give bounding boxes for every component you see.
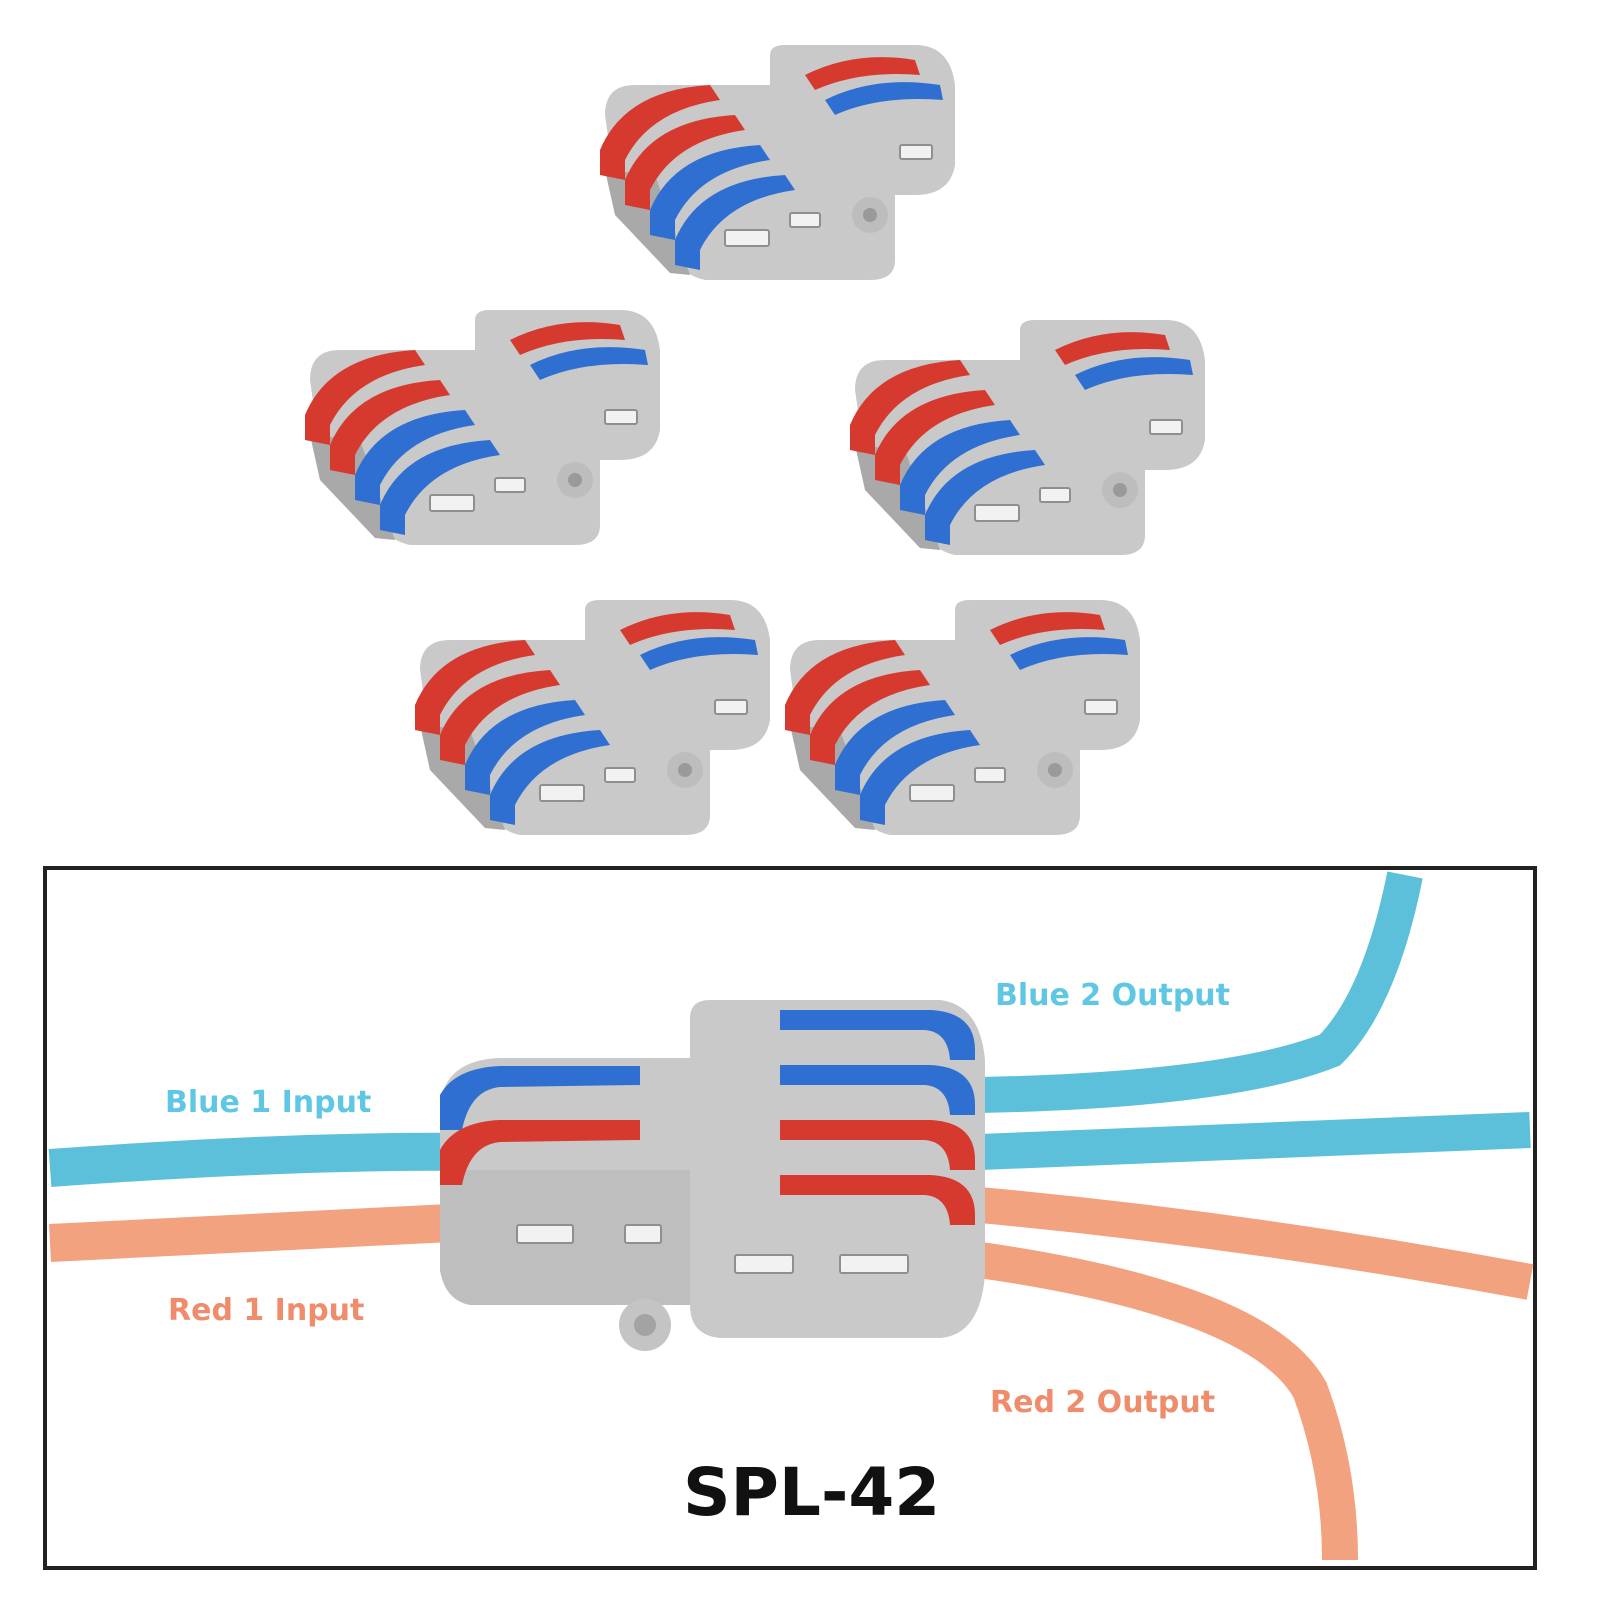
connector-product-top (599, 44, 956, 281)
diagram-lever-blue-output-2 (780, 1065, 975, 1115)
blue-input-label: Blue 1 Input (165, 1085, 371, 1120)
blue-output-wire-upper (979, 871, 1423, 1113)
diagram-lever-blue-input (440, 1066, 640, 1130)
wiring-diagram (48, 871, 1534, 1561)
diagram-lever-red-output-1 (780, 1120, 975, 1170)
connector-product-middle-right (849, 319, 1206, 556)
diagram-lever-red-output-2 (780, 1175, 975, 1225)
red-output-label: Red 2 Output (990, 1385, 1215, 1420)
red-input-wire (49, 1203, 471, 1262)
connector-product-bottom-left (414, 599, 771, 836)
red-input-label: Red 1 Input (168, 1293, 364, 1328)
diagram-lever-red-input (440, 1120, 640, 1185)
red-output-wire-upper (978, 1187, 1534, 1300)
blue-output-label: Blue 2 Output (995, 978, 1230, 1013)
diagram-lever-blue-output-1 (780, 1010, 975, 1060)
connector-product-bottom-right (784, 599, 1141, 836)
blue-input-wire (48, 1132, 471, 1187)
connector-product-middle-left (304, 309, 661, 546)
model-name: SPL-42 (683, 1454, 940, 1531)
blue-output-wire-lower (979, 1112, 1531, 1170)
red-output-wire-lower (977, 1242, 1358, 1561)
